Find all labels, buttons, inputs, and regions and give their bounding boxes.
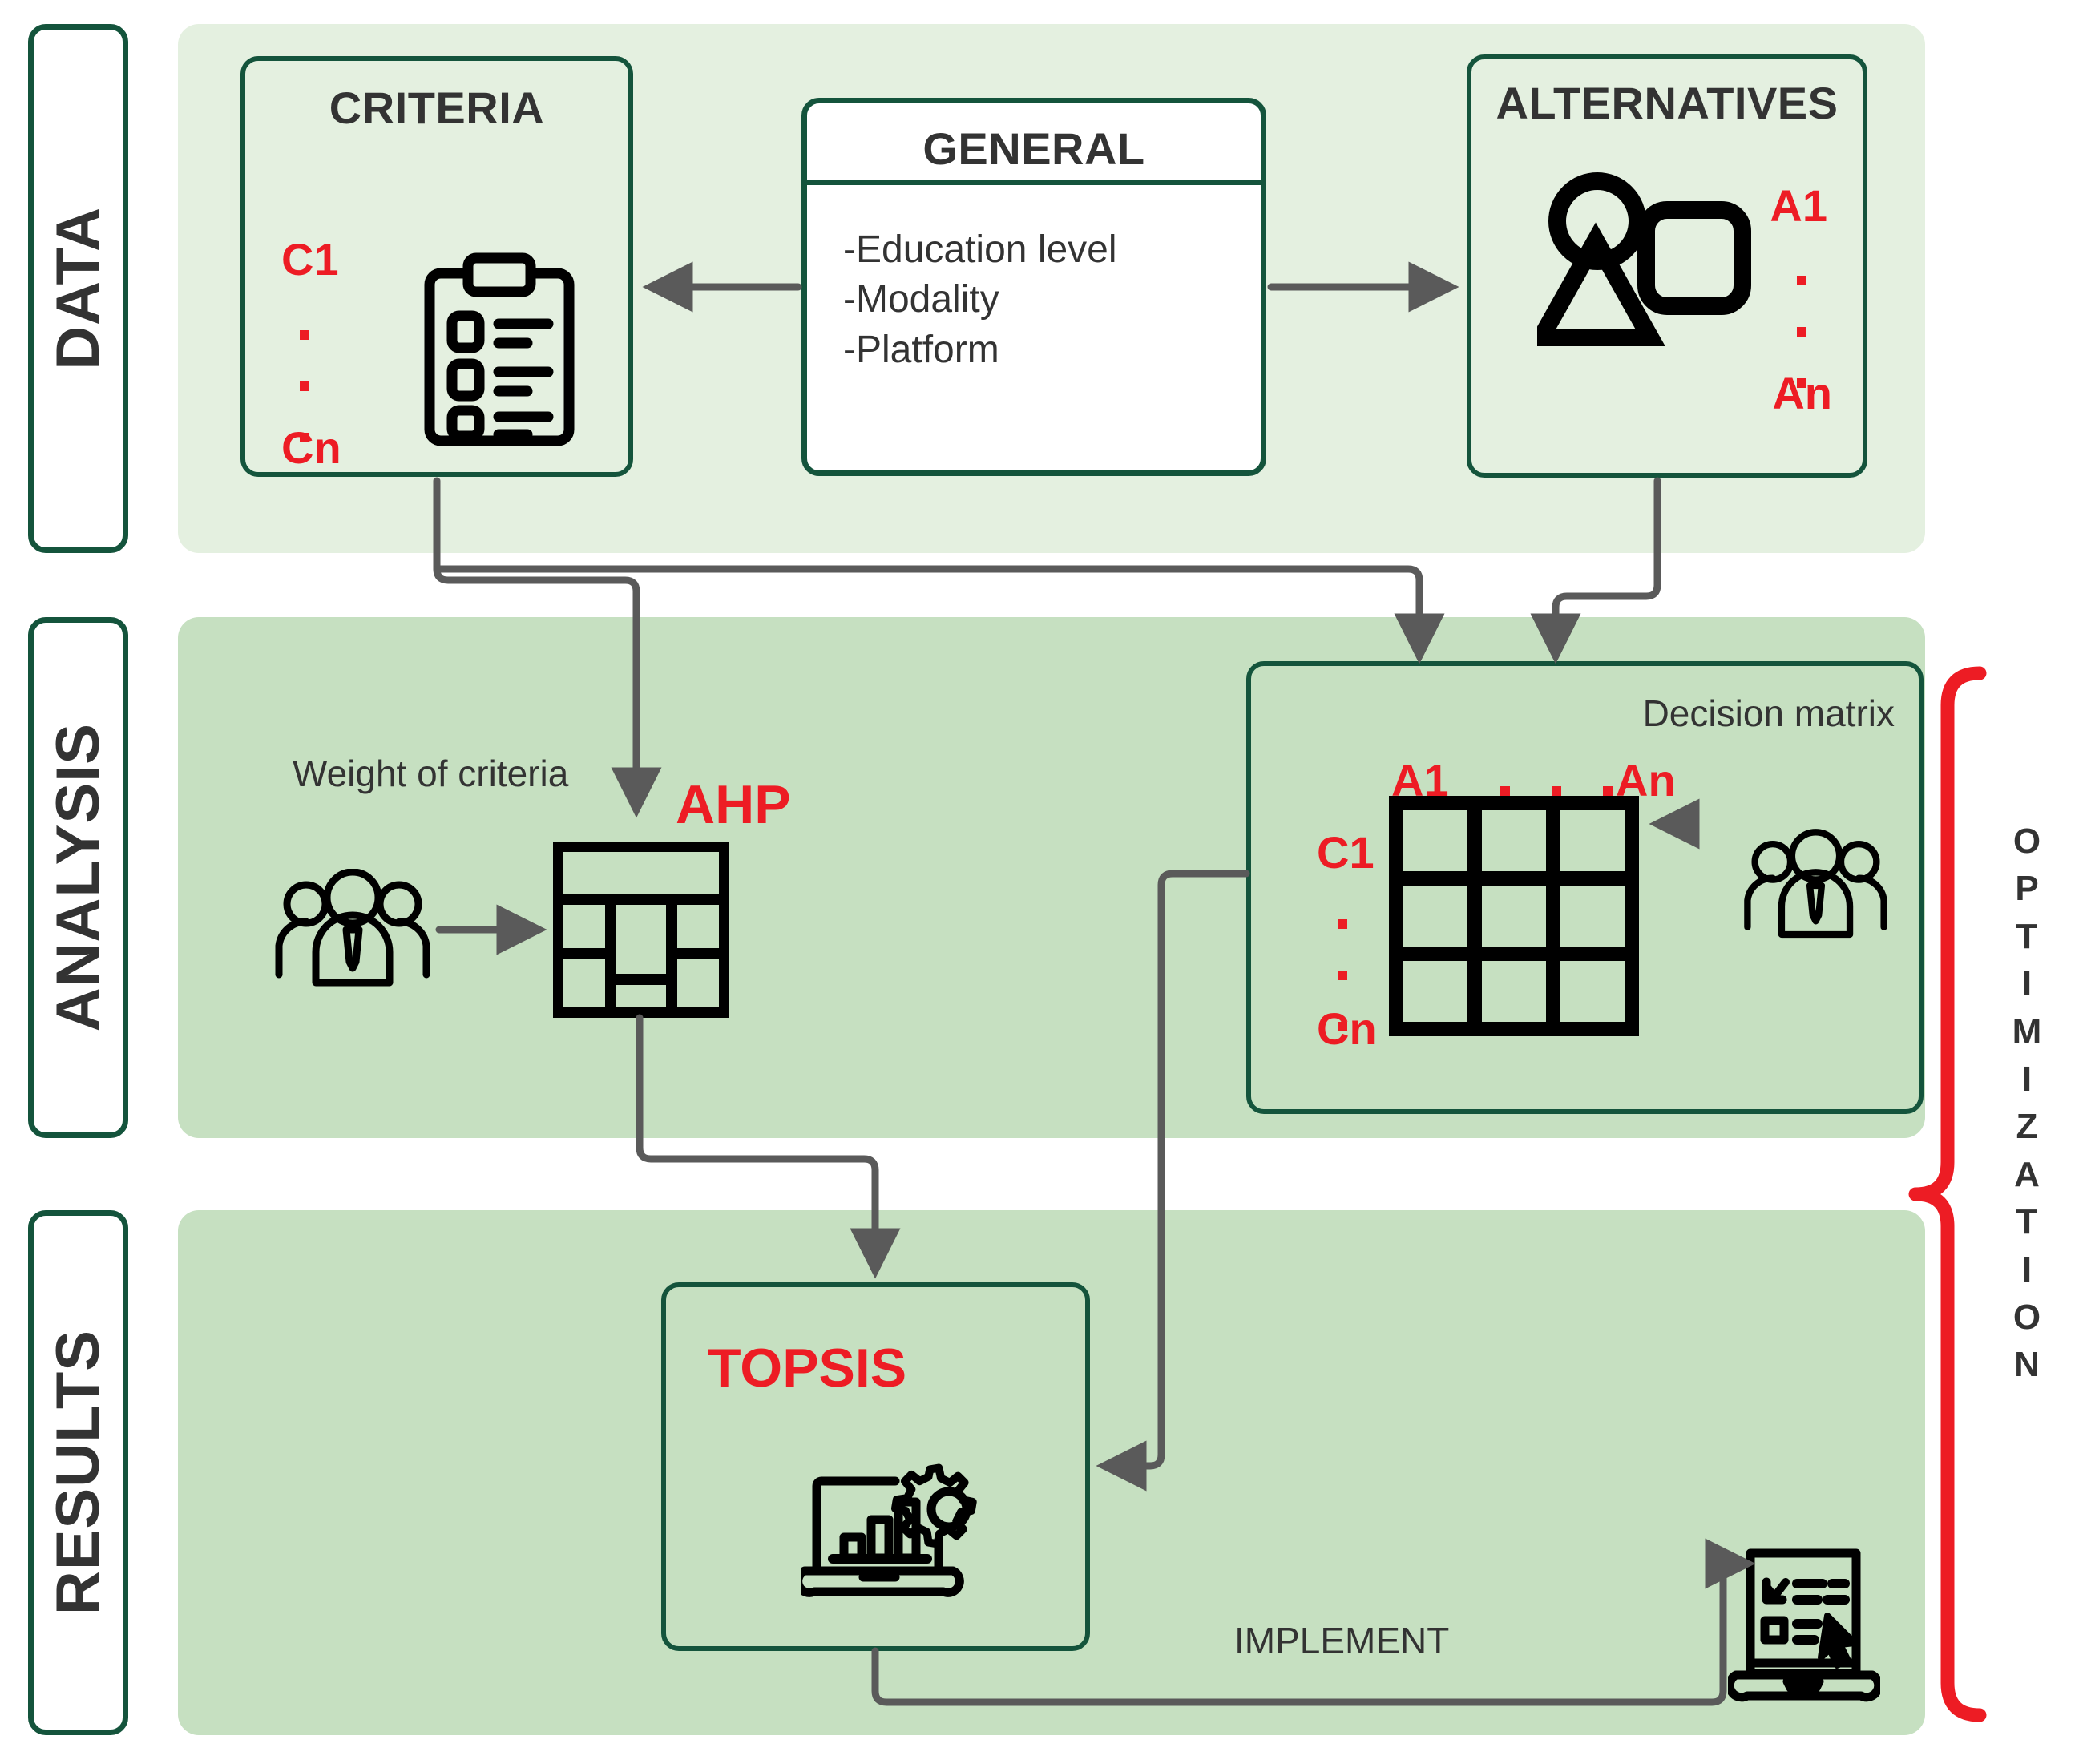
alternatives-title: ALTERNATIVES bbox=[1496, 78, 1839, 128]
people-group-icon bbox=[1744, 829, 1887, 939]
general-divider bbox=[807, 180, 1261, 185]
opt-letter: O bbox=[2012, 821, 2041, 861]
opt-letter: I bbox=[2021, 964, 2033, 1004]
opt-letter: Z bbox=[2016, 1107, 2038, 1147]
opt-letter: T bbox=[2016, 916, 2038, 956]
opt-letter: I bbox=[2021, 1249, 2033, 1290]
opt-letter: T bbox=[2016, 1202, 2038, 1242]
decision-matrix-card[interactable]: Decision matrix A1 An C1 Cn bbox=[1246, 661, 1924, 1114]
matrix-row-ellipsis bbox=[1338, 898, 1347, 1052]
criteria-card[interactable]: CRITERIA C1 Cn bbox=[240, 56, 633, 477]
shapes-icon bbox=[1537, 172, 1751, 346]
opt-letter: A bbox=[2014, 1154, 2040, 1194]
criteria-first-label: C1 bbox=[281, 234, 339, 285]
laptop-bar-chart-gear-icon bbox=[801, 1463, 977, 1597]
people-group-icon bbox=[275, 869, 430, 987]
criteria-ellipsis bbox=[300, 309, 309, 463]
optimization-label: O P T I M I Z A T I O N bbox=[1999, 817, 2055, 1389]
general-card[interactable]: GENERAL -Education level -Modality -Plat… bbox=[801, 98, 1266, 476]
stage-label-data: DATA bbox=[28, 24, 128, 553]
stage-label-analysis-text: ANALYSIS bbox=[44, 723, 112, 1032]
criteria-last-label: Cn bbox=[281, 422, 341, 473]
opt-letter: P bbox=[2015, 869, 2039, 909]
laptop-checklist-cursor-icon bbox=[1728, 1548, 1880, 1702]
matrix-row-first-label: C1 bbox=[1317, 827, 1375, 878]
matrix-col-ellipsis bbox=[1479, 786, 1633, 796]
alternatives-ellipsis bbox=[1797, 255, 1806, 409]
decision-matrix-grid bbox=[1389, 796, 1639, 1036]
stage-label-results-text: RESULTS bbox=[44, 1330, 112, 1616]
optimization-bracket bbox=[1908, 666, 1987, 1722]
opt-letter: I bbox=[2021, 1059, 2033, 1099]
topsis-label: TOPSIS bbox=[708, 1338, 907, 1399]
clipboard-checklist-icon bbox=[424, 252, 575, 446]
weight-of-criteria-label: Weight of criteria bbox=[293, 753, 569, 794]
alternatives-first-label: A1 bbox=[1770, 180, 1827, 231]
hierarchy-table-icon bbox=[553, 842, 729, 1018]
stage-label-results: RESULTS bbox=[28, 1210, 128, 1735]
criteria-title: CRITERIA bbox=[329, 83, 545, 133]
decision-matrix-title: Decision matrix bbox=[1642, 692, 1895, 734]
ahp-label: AHP bbox=[676, 774, 791, 835]
alternatives-last-label: An bbox=[1772, 368, 1832, 418]
opt-letter: M bbox=[2012, 1011, 2042, 1052]
general-title: GENERAL bbox=[922, 123, 1145, 174]
topsis-card[interactable]: TOPSIS bbox=[661, 1282, 1090, 1651]
stage-label-data-text: DATA bbox=[44, 207, 112, 370]
opt-letter: O bbox=[2012, 1297, 2041, 1337]
opt-letter: N bbox=[2014, 1345, 2040, 1385]
implement-label: IMPLEMENT bbox=[1234, 1620, 1450, 1661]
alternatives-card[interactable]: ALTERNATIVES A1 An bbox=[1467, 54, 1867, 478]
general-items: -Education level -Modality -Platform bbox=[843, 228, 1117, 371]
stage-label-analysis: ANALYSIS bbox=[28, 617, 128, 1138]
matrix-row-last-label: Cn bbox=[1317, 1003, 1377, 1054]
